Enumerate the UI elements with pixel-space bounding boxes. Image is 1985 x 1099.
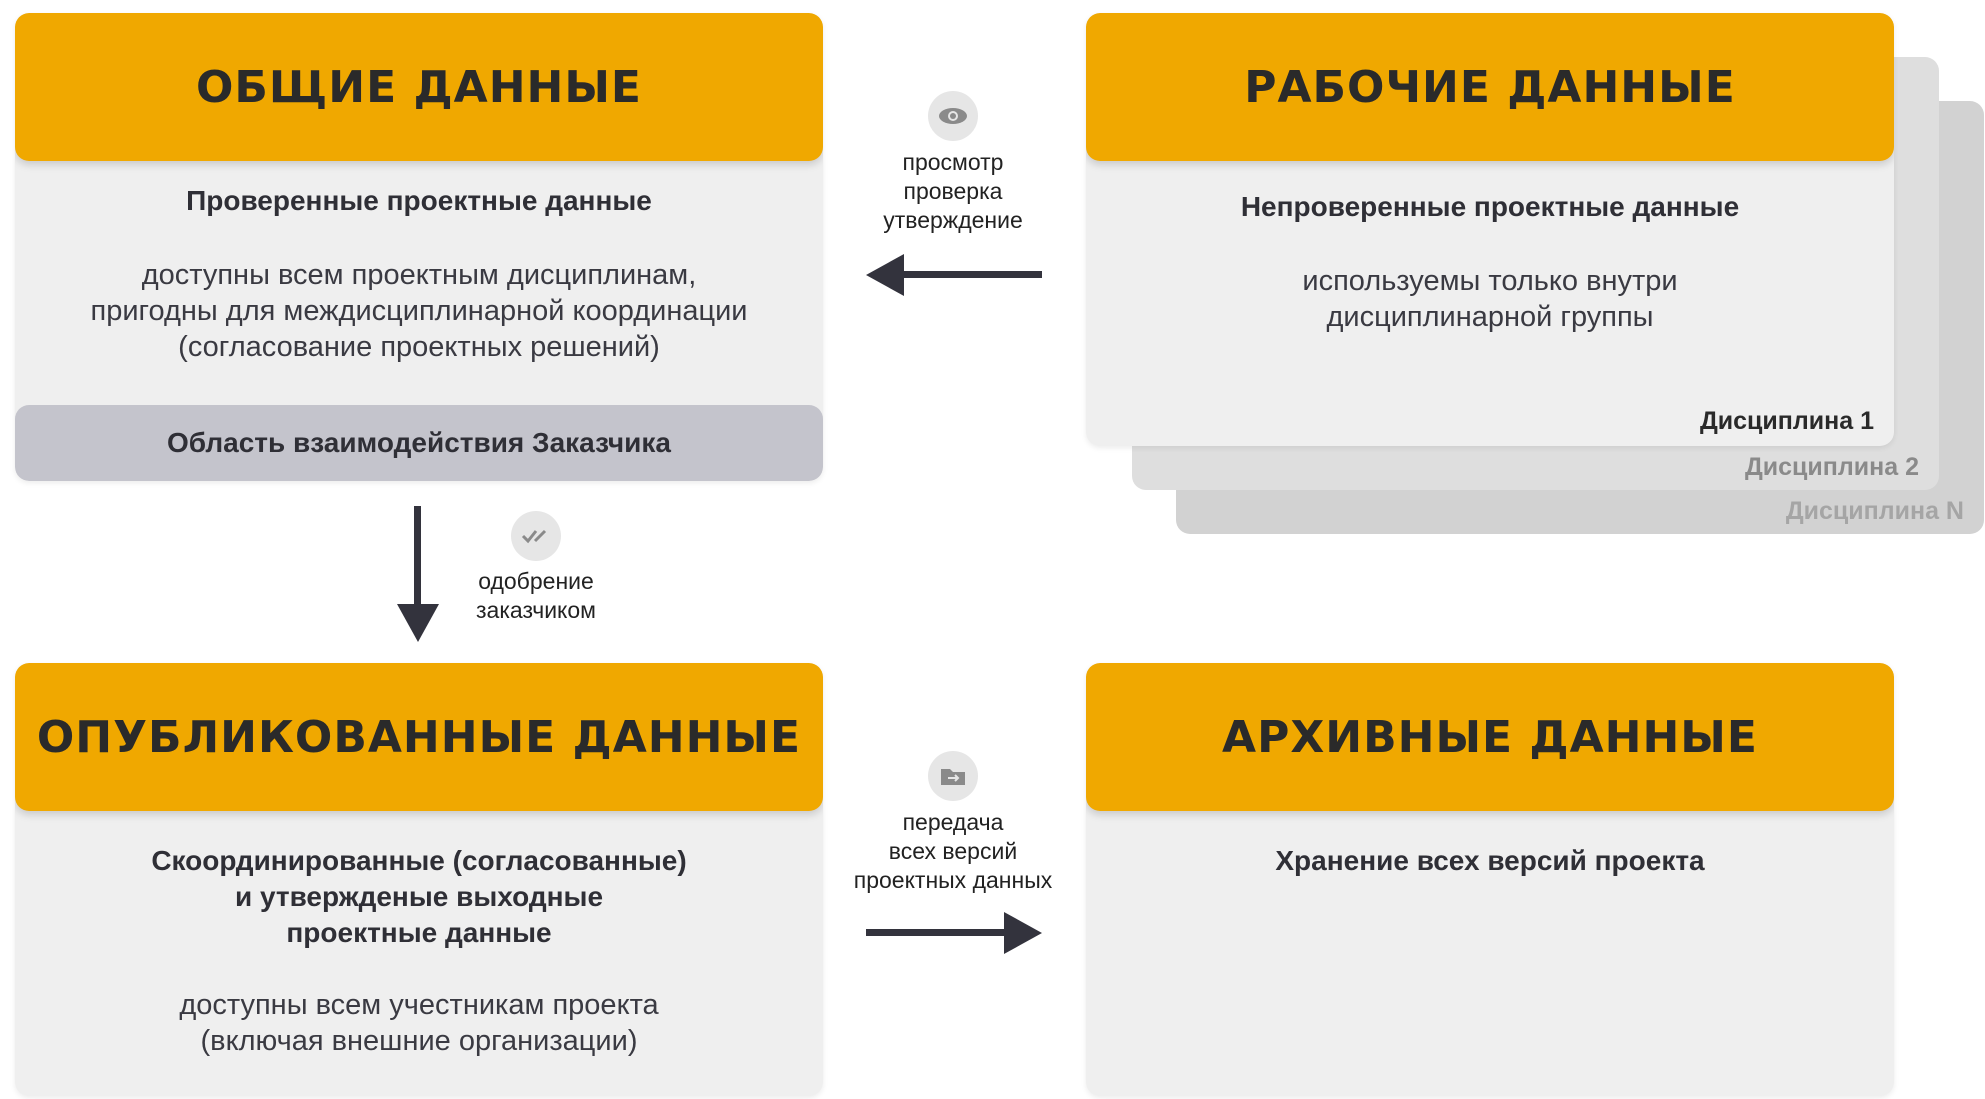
- transfer-line-3: проектных данных: [853, 867, 1053, 893]
- approval-label: одобрение заказчиком: [406, 567, 666, 625]
- general-data-title: ОБЩИЕ ДАННЫЕ: [15, 13, 823, 161]
- arrow-left: [866, 254, 1042, 296]
- published-subtitle-2: и утвержденые выходные: [234, 881, 604, 912]
- customer-area: Область взаимодействия Заказчика: [15, 405, 823, 481]
- general-data-text-3: (согласование проектных решений): [178, 331, 660, 363]
- published-subtitle-3: проектные данные: [286, 917, 552, 948]
- general-data-text-2: пригодны для междисциплинарной координац…: [90, 295, 748, 327]
- review-line-1: просмотр: [902, 149, 1004, 175]
- discipline-2-label: Дисциплина 2: [1744, 453, 1919, 481]
- published-text-2: (включая внешние организации): [200, 1025, 638, 1057]
- working-data-subtitle: Непроверенные проектные данные: [1240, 191, 1740, 222]
- general-data-text-1: доступны всем проектным дисциплинам,: [141, 259, 697, 291]
- review-label: просмотр проверка утверждение: [823, 148, 1083, 235]
- transfer-label: передача всех версий проектных данных: [823, 808, 1083, 895]
- arrow-right: [866, 912, 1042, 954]
- published-subtitle-1: Скоординированные (согласованные): [151, 845, 687, 876]
- working-data-card: РАБОЧИЕ ДАННЫЕ Непроверенные проектные д…: [1086, 13, 1894, 446]
- double-check-icon: [511, 511, 561, 561]
- published-data-card: ОПУБЛИКОВАННЫЕ ДАННЫЕ Скоординированные …: [15, 663, 823, 1096]
- working-data-text-1: используемы только внутри: [1302, 265, 1678, 297]
- transfer-line-2: всех версий: [888, 838, 1018, 864]
- archive-data-title: АРХИВНЫЕ ДАННЫЕ: [1086, 663, 1894, 811]
- eye-icon: [928, 91, 978, 141]
- transfer-line-1: передача: [902, 809, 1004, 835]
- review-line-2: проверка: [903, 178, 1003, 204]
- general-data-subtitle: Проверенные проектные данные: [186, 185, 652, 216]
- folder-transfer-icon: [928, 751, 978, 801]
- discipline-1-label: Дисциплина 1: [1699, 407, 1874, 435]
- working-data-text-2: дисциплинарной группы: [1326, 301, 1654, 333]
- general-data-card: ОБЩИЕ ДАННЫЕ Проверенные проектные данны…: [15, 13, 823, 481]
- arrow-down: [397, 506, 439, 642]
- archive-data-card: АРХИВНЫЕ ДАННЫЕ Хранение всех версий про…: [1086, 663, 1894, 1096]
- approval-line-2: заказчиком: [476, 597, 596, 623]
- working-data-title: РАБОЧИЕ ДАННЫЕ: [1086, 13, 1894, 161]
- discipline-n-label: Дисциплина N: [1785, 497, 1964, 525]
- review-line-3: утверждение: [883, 207, 1023, 233]
- archive-subtitle: Хранение всех версий проекта: [1275, 845, 1705, 876]
- published-data-title: ОПУБЛИКОВАННЫЕ ДАННЫЕ: [15, 663, 823, 811]
- published-text-1: доступны всем учестникам проекта: [179, 989, 659, 1021]
- approval-line-1: одобрение: [478, 568, 594, 594]
